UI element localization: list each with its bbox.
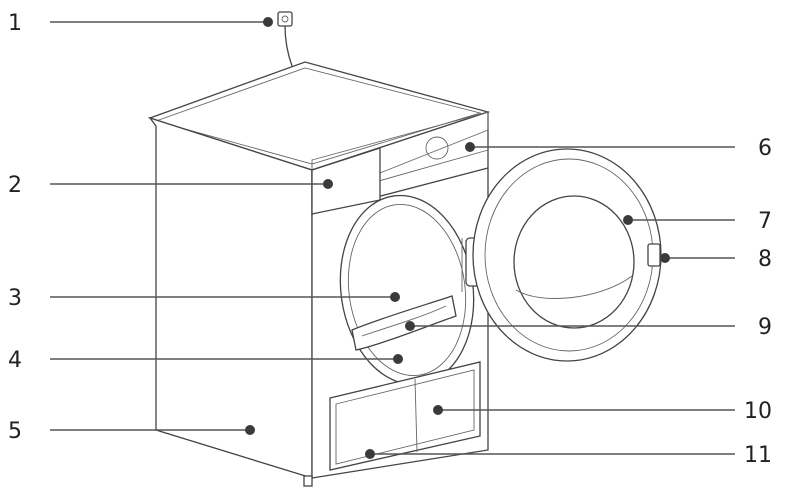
callout-dot-3 xyxy=(390,292,400,302)
callout-label-3: 3 xyxy=(8,286,22,311)
callout-dot-1 xyxy=(263,17,273,27)
filter-tray xyxy=(351,295,457,351)
power-cable xyxy=(284,25,293,67)
callout-dot-4 xyxy=(393,354,403,364)
lower-panel xyxy=(329,361,481,471)
callout-label-6: 6 xyxy=(758,136,772,161)
callout-label-10: 10 xyxy=(744,399,772,424)
callout-label-7: 7 xyxy=(758,209,772,234)
callout-label-8: 8 xyxy=(758,247,772,272)
callout-dot-9 xyxy=(405,321,415,331)
callout-label-9: 9 xyxy=(758,315,772,340)
callout-labels: 1 2 3 4 5 6 7 8 9 10 11 xyxy=(8,11,772,468)
door-glass xyxy=(513,195,635,329)
callout-dot-6 xyxy=(465,142,475,152)
door-outer-ring xyxy=(472,148,662,362)
callout-dot-11 xyxy=(365,449,375,459)
machine-foot xyxy=(303,475,313,487)
control-knob xyxy=(425,136,449,160)
callout-label-11: 11 xyxy=(744,443,772,468)
machine-illustration xyxy=(147,11,662,487)
side-panel xyxy=(148,116,313,479)
power-plug xyxy=(277,11,293,27)
callout-label-5: 5 xyxy=(8,419,22,444)
callout-label-4: 4 xyxy=(8,348,22,373)
callout-lines xyxy=(50,17,735,459)
callout-label-1: 1 xyxy=(8,11,22,36)
callout-dot-8 xyxy=(660,253,670,263)
callout-label-2: 2 xyxy=(8,173,22,198)
door-latch xyxy=(647,243,661,267)
callout-dot-2 xyxy=(323,179,333,189)
callout-dot-5 xyxy=(245,425,255,435)
callout-dot-10 xyxy=(433,405,443,415)
callout-dot-7 xyxy=(623,215,633,225)
